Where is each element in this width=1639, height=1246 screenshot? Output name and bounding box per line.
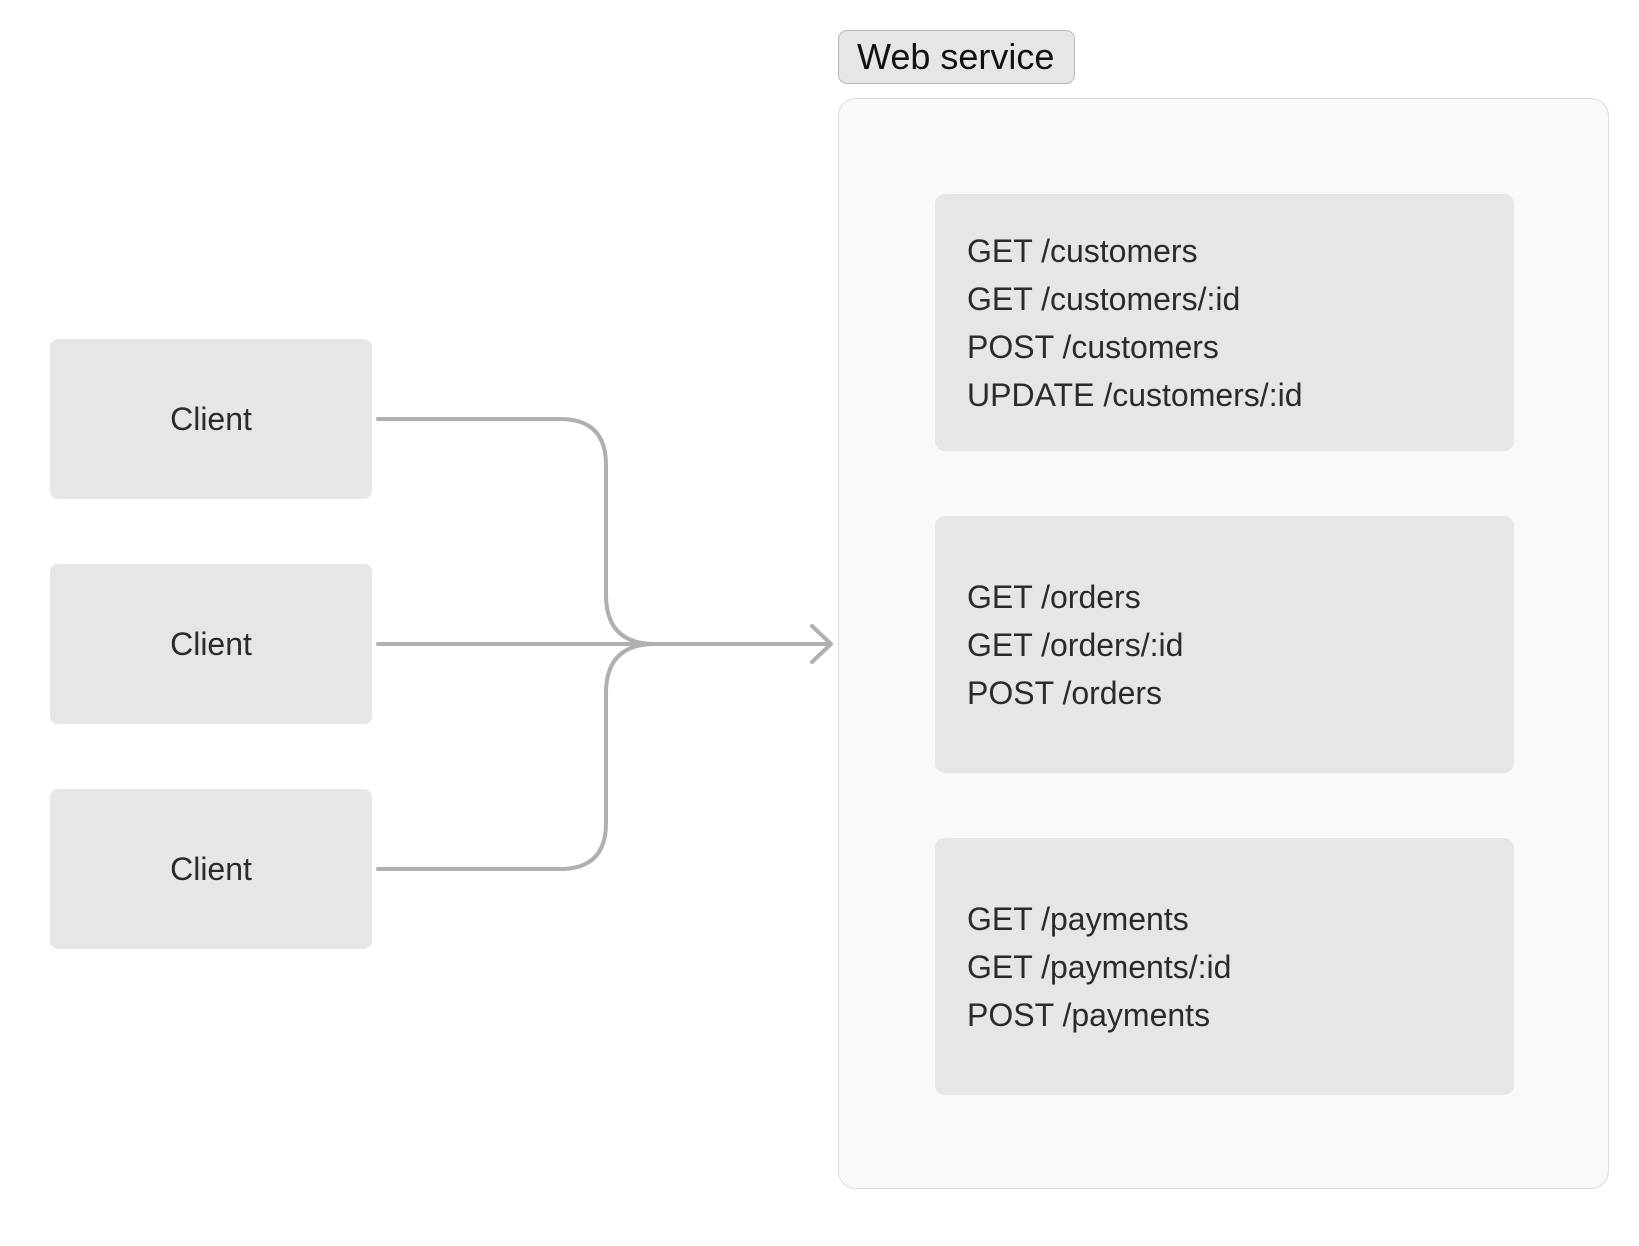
endpoint-group-payments: GET /payments GET /payments/:id POST /pa… bbox=[935, 838, 1514, 1095]
connector-bottom bbox=[376, 642, 657, 871]
client-box: Client bbox=[50, 564, 372, 724]
endpoint: GET /orders bbox=[967, 578, 1141, 615]
web-service-title: Web service bbox=[857, 36, 1055, 77]
client-label: Client bbox=[170, 850, 252, 887]
client-box: Client bbox=[50, 339, 372, 499]
connector-top bbox=[376, 417, 657, 646]
client-box: Client bbox=[50, 789, 372, 949]
endpoint: GET /payments bbox=[967, 900, 1189, 937]
endpoint: GET /payments/:id bbox=[967, 948, 1232, 985]
endpoint: GET /customers/:id bbox=[967, 280, 1241, 317]
endpoint: GET /customers bbox=[967, 232, 1198, 269]
client-label: Client bbox=[170, 625, 252, 662]
web-service-label: Web service bbox=[838, 30, 1076, 84]
endpoint-group-orders: GET /orders GET /orders/:id POST /orders bbox=[935, 516, 1514, 773]
endpoint: POST /orders bbox=[967, 674, 1163, 711]
arrowhead-icon bbox=[810, 624, 833, 664]
endpoint-group-customers: GET /customers GET /customers/:id POST /… bbox=[935, 194, 1514, 451]
endpoint: POST /payments bbox=[967, 996, 1211, 1033]
endpoint: UPDATE /customers/:id bbox=[967, 376, 1303, 413]
endpoint: POST /customers bbox=[967, 328, 1219, 365]
client-label: Client bbox=[170, 400, 252, 437]
endpoint: GET /orders/:id bbox=[967, 626, 1184, 663]
